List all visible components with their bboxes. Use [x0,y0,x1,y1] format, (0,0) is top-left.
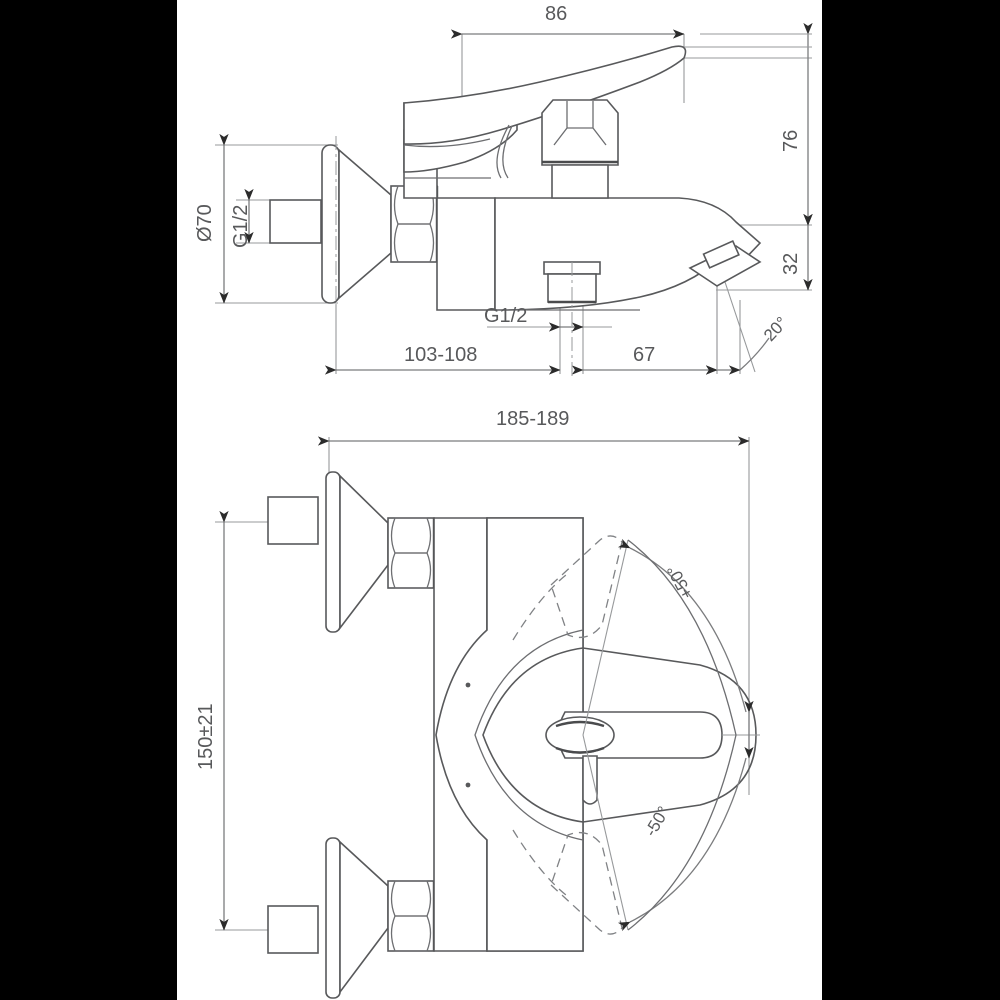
label-inlet-thread-g12: G1/2 [230,204,252,248]
front-top-inlet-assembly [267,471,436,633]
angle-arc-minus-50 [582,734,747,932]
lever-handle-block [403,45,812,179]
front-elevation-view [215,436,760,999]
label-lever-reach-86: 86 [545,3,568,25]
lever-hidden-up-position [512,535,623,641]
label-overall-width-185-189: 185-189 [496,408,570,430]
lever-tip-dim [722,700,760,759]
diverter-knob [541,99,619,199]
label-wall-to-body-103-108: 103-108 [404,344,478,366]
side-elevation-view [215,22,813,380]
front-bottom-inlet-assembly [267,837,436,999]
front-swing-reference-arc [627,539,737,931]
label-flange-diameter-70: Ø70 [194,204,216,242]
wall-flange-escutcheon [269,144,392,304]
label-outlet-thread-g12: G1/2 [484,305,528,327]
fixing-dot-upper [465,682,471,688]
label-height-76: 76 [780,129,802,152]
lever-hidden-down-position [512,829,623,935]
spout-outlet-aerator [688,240,762,287]
label-body-to-spout-67: 67 [633,344,656,366]
fixing-dot-lower [465,782,471,788]
side-view-extension-lines [215,34,812,374]
shower-outlet-connector [543,261,601,380]
label-spout-height-32: 32 [780,252,802,275]
dim-height-76 [700,22,813,226]
label-inlet-centers-150: 150±21 [195,703,217,770]
front-lever-handle [545,711,723,805]
